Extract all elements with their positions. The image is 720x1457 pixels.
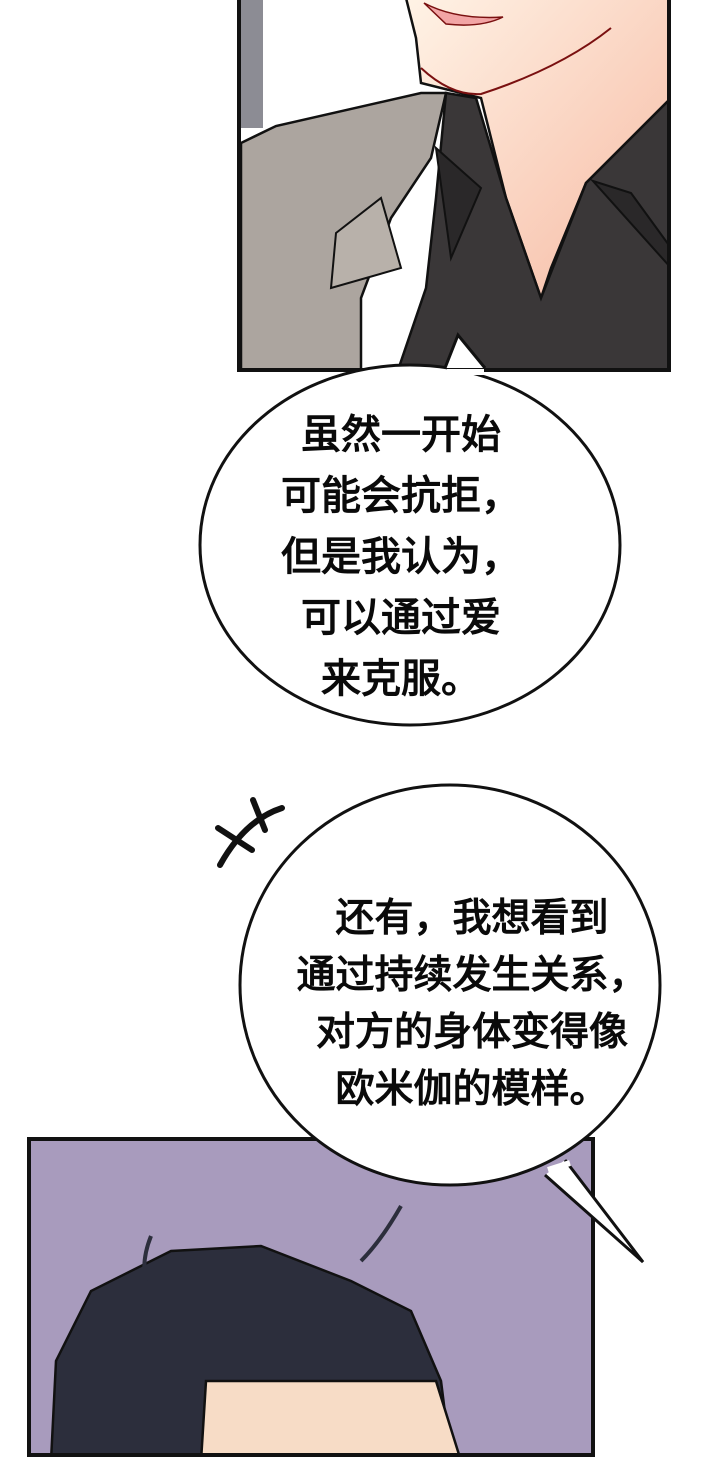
speech-bubble-1-text: 虽然一开始 可能会抗拒， 但是我认为， 可以通过爱 来克服。	[281, 412, 521, 702]
top-comic-panel	[237, 0, 671, 372]
speech-bubble-2-text: 还有，我想看到 通过持续发生关系， 对方的身体变得像 欧米伽的模样。	[296, 896, 648, 1112]
man-hair-illustration	[31, 1141, 591, 1453]
speech-bubble-1	[198, 332, 622, 727]
bottom-comic-panel	[27, 1137, 595, 1457]
stitch-mark-icon	[215, 797, 285, 868]
man-neck-illustration	[241, 0, 667, 368]
speech-bubble-2	[238, 783, 662, 1264]
